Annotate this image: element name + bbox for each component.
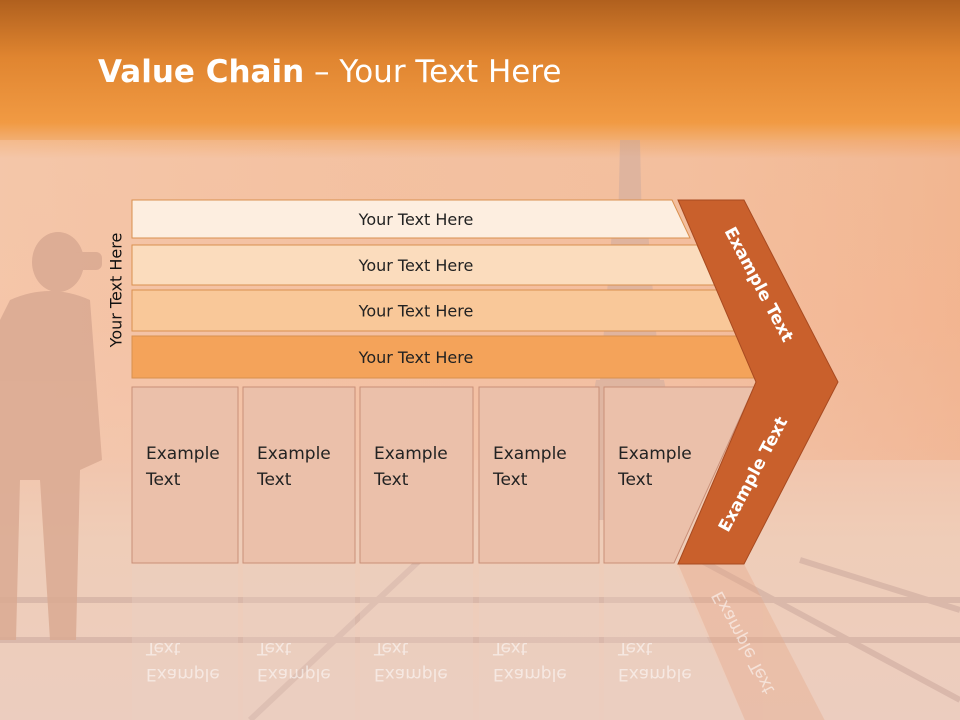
reflection-cell-3 [360, 565, 473, 720]
primary-cell-2 [242, 386, 356, 564]
support-row-1 [131, 199, 691, 239]
reflection-cell-5 [604, 565, 745, 720]
margin-chevron [677, 199, 839, 565]
support-row-label-2: Your Text Here [358, 256, 474, 275]
primary-cell-3 [359, 386, 474, 564]
primary-cell-line1-5: Example [618, 444, 692, 464]
reflection-line1-1: Example [146, 664, 220, 684]
primary-cell-line2-4: Text [492, 470, 528, 490]
reflection-line2-1: Text [145, 638, 181, 658]
reflection-line2-5: Text [617, 638, 653, 658]
primary-cell-line1-3: Example [374, 444, 448, 464]
support-row-label-3: Your Text Here [358, 302, 474, 321]
primary-cell-line1-1: Example [146, 444, 220, 464]
reflection-cell-2 [243, 565, 355, 720]
slide-title: Value Chain – Your Text Here [98, 54, 561, 90]
primary-cell-line2-2: Text [256, 470, 292, 490]
reflection-line1-3: Example [374, 664, 448, 684]
support-row-label-4: Your Text Here [358, 348, 474, 367]
title-bold: Value Chain [98, 54, 305, 90]
reflection-cell-4 [479, 565, 599, 720]
reflection-shapes [132, 564, 825, 720]
primary-cell-line1-4: Example [493, 444, 567, 464]
primary-cell-4 [478, 386, 600, 564]
reflection-line2-2: Text [256, 638, 292, 658]
reflection-cell-1 [132, 565, 238, 720]
primary-cell-line2-3: Text [373, 470, 409, 490]
primary-cell-line1-2: Example [257, 444, 331, 464]
person-silhouette [0, 232, 102, 640]
primary-cell-1 [131, 386, 239, 564]
title-rest: – Your Text Here [304, 54, 562, 90]
primary-cell-5 [603, 386, 755, 564]
reflection-line2-4: Text [492, 638, 528, 658]
support-row-label-1: Your Text Here [358, 210, 474, 229]
reflection-line2-3: Text [373, 638, 409, 658]
floor-pattern [0, 557, 960, 720]
reflection-line1-2: Example [257, 664, 331, 684]
primary-cell-line2-5: Text [617, 470, 653, 490]
reflection-line1-5: Example [618, 664, 692, 684]
reflection-line1-4: Example [493, 664, 567, 684]
primary-cell-line2-1: Text [145, 470, 181, 490]
reflection-chevron [678, 564, 825, 720]
